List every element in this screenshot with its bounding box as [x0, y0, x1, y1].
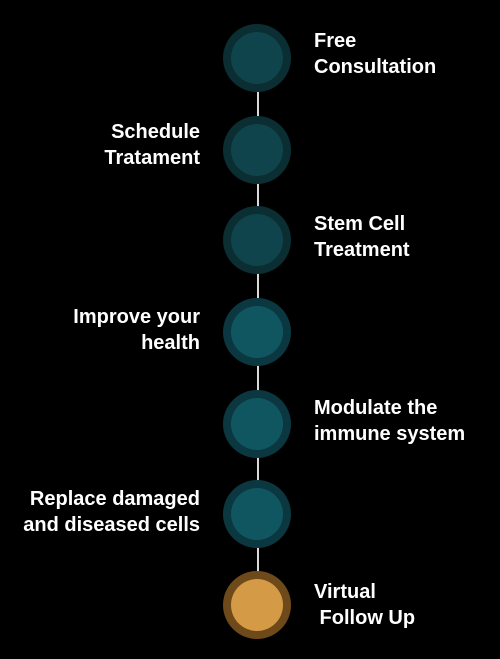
step-label-5-line-2: immune system — [314, 423, 466, 445]
step-label-4-line-2: health — [141, 332, 200, 354]
step-label-4-line-1: Improve your — [73, 306, 200, 328]
step-node-1 — [223, 24, 291, 92]
step-label-3: Stem Cell Treatment — [314, 211, 410, 263]
step-node-3-core — [231, 214, 283, 266]
step-node-7 — [223, 571, 291, 639]
step-label-7-line-2: Follow Up — [314, 607, 416, 629]
step-label-6: Replace damaged and diseased cells — [23, 486, 200, 538]
step-label-5: Modulate the immune system — [314, 395, 465, 447]
step-label-6-line-1: Replace damaged — [29, 488, 200, 510]
step-label-2: Schedule Tratament — [104, 119, 200, 171]
step-node-6-core — [231, 488, 283, 540]
step-label-5-line-1: Modulate the — [314, 397, 438, 419]
step-node-2 — [223, 116, 291, 184]
step-label-7-line-1: Virtual — [314, 581, 376, 603]
step-node-7-core — [231, 579, 283, 631]
step-node-5 — [223, 390, 291, 458]
step-node-3 — [223, 206, 291, 274]
step-label-3-line-2: Treatment — [314, 239, 410, 261]
step-label-2-line-1: Schedule — [111, 121, 200, 143]
step-node-5-core — [231, 398, 283, 450]
step-label-2-line-2: Tratament — [104, 147, 200, 169]
step-node-6 — [223, 480, 291, 548]
step-node-4 — [223, 298, 291, 366]
step-label-3-line-1: Stem Cell — [314, 213, 406, 235]
step-node-2-core — [231, 124, 283, 176]
step-label-7: Virtual Follow Up — [314, 579, 415, 631]
step-label-6-line-2: and diseased cells — [23, 514, 200, 536]
step-node-4-core — [231, 306, 283, 358]
step-label-1-line-1: Free — [314, 30, 357, 52]
step-label-1: Free Consultation — [314, 28, 436, 80]
step-node-1-core — [231, 32, 283, 84]
step-label-4: Improve your health — [73, 304, 200, 356]
step-label-1-line-2: Consultation — [314, 56, 437, 78]
